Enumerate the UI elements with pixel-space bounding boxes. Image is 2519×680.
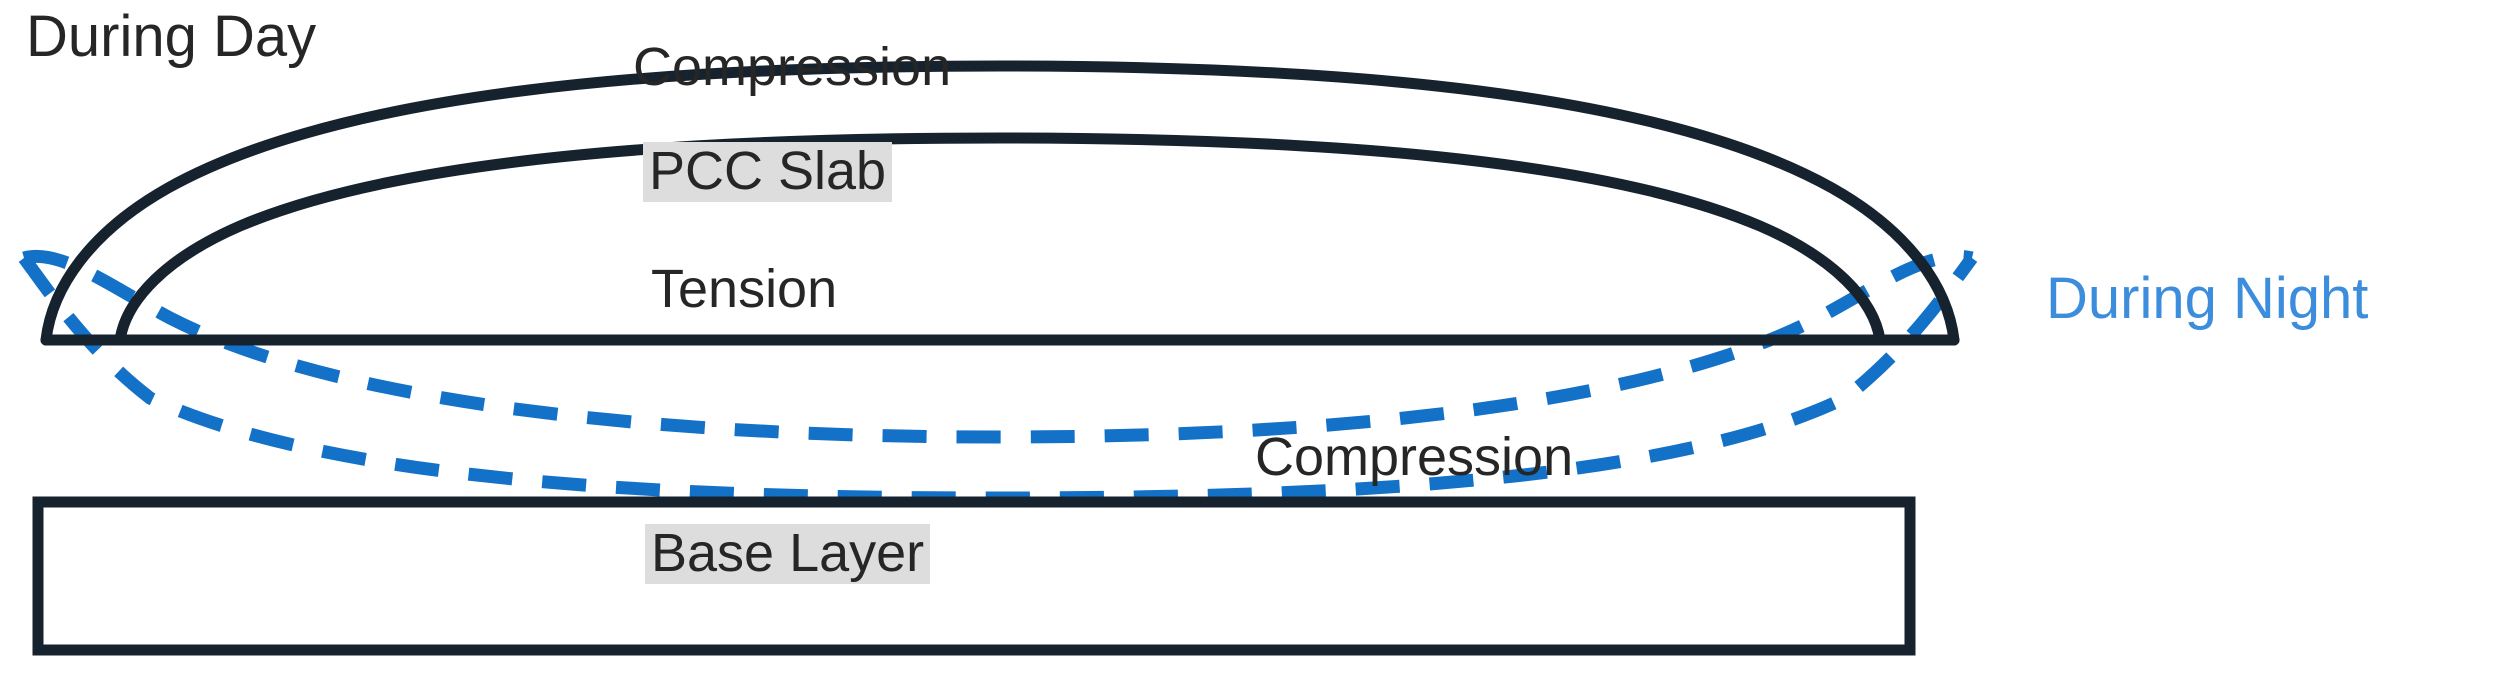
slab-day-outline	[40, 60, 1960, 346]
base-layer-rectangle	[32, 496, 1916, 656]
label-tension: Tension	[651, 259, 838, 319]
label-pcc-slab: PCC Slab	[643, 142, 893, 202]
day-bottom-surface-path	[114, 132, 1886, 346]
day-top-surface-path	[40, 60, 1960, 346]
label-during-day: During Day	[26, 4, 317, 69]
slab-night-outline	[18, 249, 1978, 505]
label-during-night: During Night	[2046, 266, 2369, 331]
night-top-surface-path	[22, 249, 1974, 444]
night-bottom-surface-path	[18, 254, 1978, 505]
label-compression-top: Compression	[633, 37, 952, 97]
label-compression-bottom: Compression	[1255, 427, 1574, 487]
label-base-layer: Base Layer	[645, 524, 931, 584]
